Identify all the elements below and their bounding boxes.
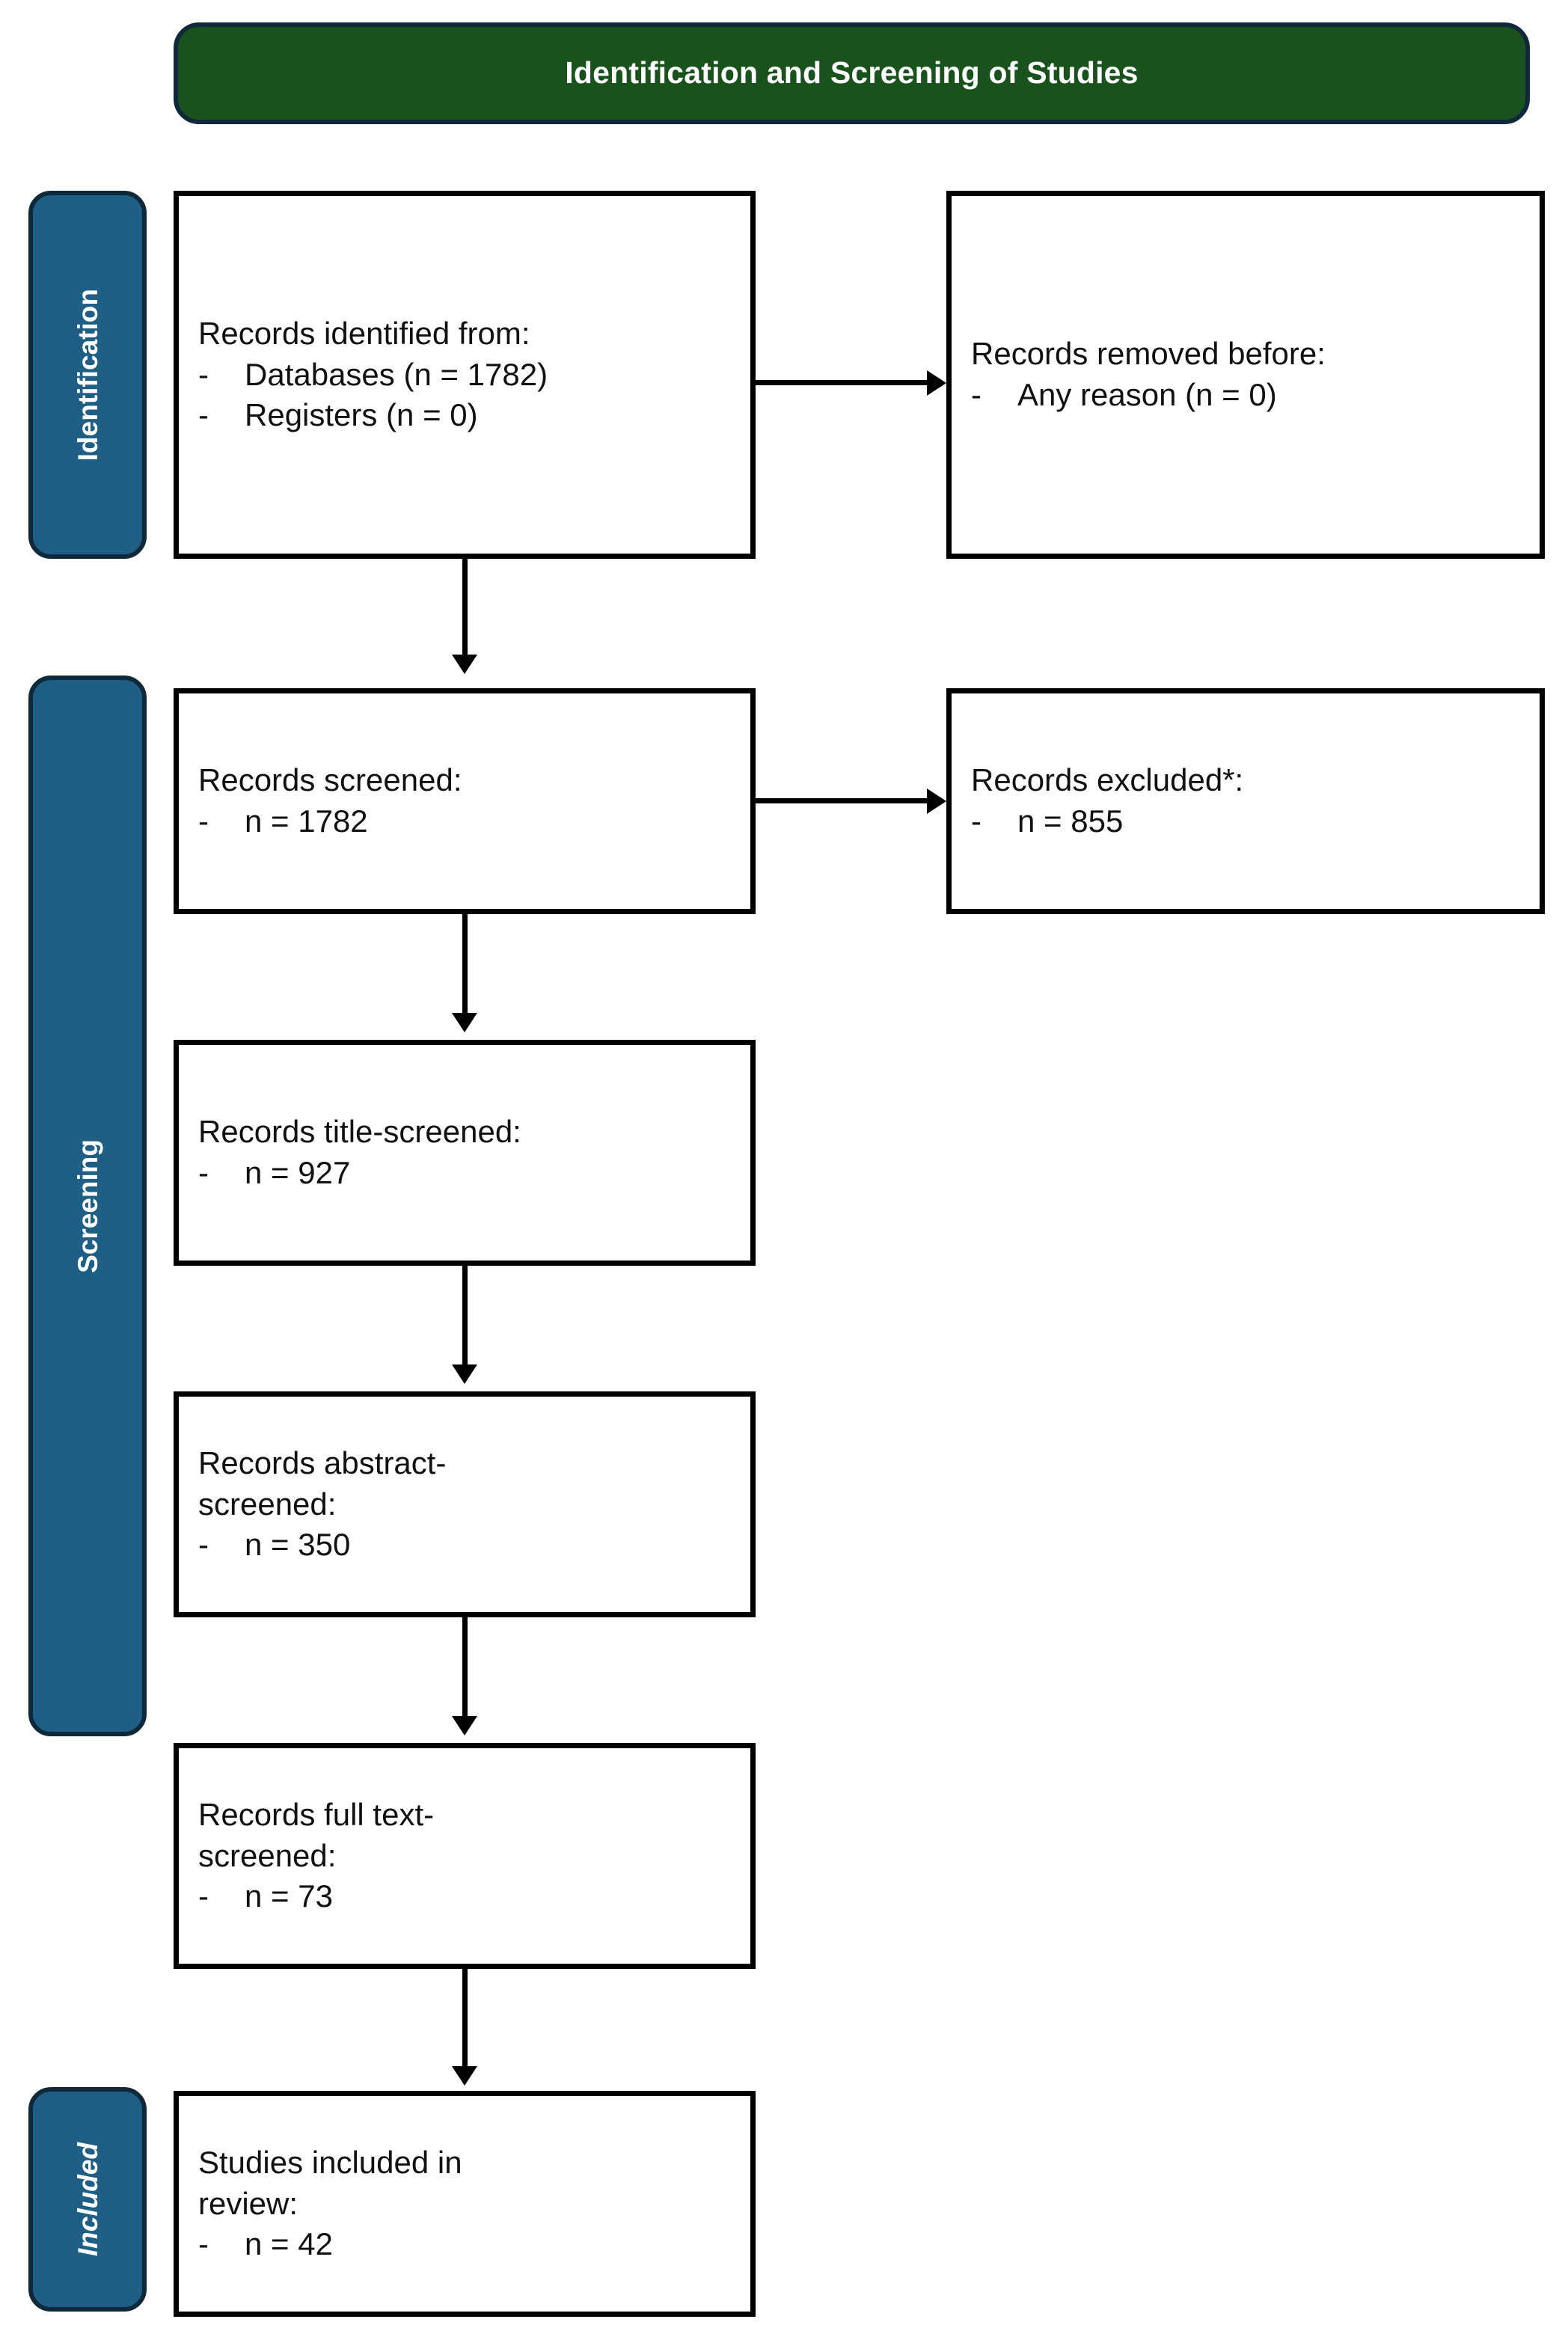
stage-bar-included: Included	[28, 2087, 147, 2312]
arrowhead-screened-to-title-screened	[452, 1013, 477, 1032]
box-records-identified-heading: Records identified from:	[198, 316, 530, 352]
box-records-title-screened-heading: Records title-screened:	[198, 1114, 521, 1150]
bullet-label: Databases (n = 1782)	[245, 356, 548, 392]
bullet-marker: -	[198, 1155, 209, 1190]
box-records-title-screened: Records title-screened: - n = 927	[174, 1040, 756, 1266]
bullet-label: n = 1782	[245, 803, 368, 839]
box-records-title-screened-bullet-1: - n = 927	[198, 1153, 731, 1194]
arrowhead-identified-to-screened	[452, 655, 477, 674]
box-records-full-text-screened-heading: Records full text- screened:	[198, 1797, 435, 1873]
bullet-label: n = 73	[245, 1878, 333, 1914]
stage-label-identification: Identification	[72, 288, 103, 462]
bullet-label: Registers (n = 0)	[245, 397, 478, 433]
box-records-screened: Records screened: - n = 1782	[174, 688, 756, 914]
stage-label-included: Included	[72, 2142, 103, 2257]
box-studies-included-bullet-1: - n = 42	[198, 2224, 731, 2265]
box-records-removed-heading: Records removed before:	[971, 336, 1326, 372]
box-records-identified-bullet-1: - Databases (n = 1782)	[198, 355, 731, 396]
box-records-identified-bullet-2: - Registers (n = 0)	[198, 395, 731, 436]
arrowhead-full-text-to-included	[452, 2066, 477, 2086]
bullet-marker: -	[198, 1878, 209, 1914]
stage-label-screening: Screening	[72, 1139, 103, 1273]
box-records-removed-bullet-1: - Any reason (n = 0)	[971, 375, 1520, 416]
bullet-label: n = 927	[245, 1155, 351, 1190]
diagram-title: Identification and Screening of Studies	[565, 55, 1139, 91]
bullet-marker: -	[198, 356, 209, 392]
connector-screened-to-title-screened	[462, 914, 468, 1013]
arrowhead-title-to-abstract-screened	[452, 1364, 477, 1384]
bullet-marker: -	[971, 803, 981, 839]
bullet-marker: -	[971, 377, 981, 412]
connector-title-to-abstract-screened	[462, 1266, 468, 1364]
bullet-label: n = 855	[1017, 803, 1124, 839]
box-records-abstract-screened-bullet-1: - n = 350	[198, 1525, 731, 1566]
box-records-full-text-screened-bullet-1: - n = 73	[198, 1876, 731, 1917]
box-records-abstract-screened: Records abstract- screened: - n = 350	[174, 1391, 756, 1617]
stage-bar-screening: Screening	[28, 676, 147, 1736]
box-records-excluded-bullet-1: - n = 855	[971, 801, 1520, 842]
arrowhead-screened-to-excluded	[927, 788, 946, 814]
connector-identified-to-screened	[462, 559, 468, 655]
bullet-marker: -	[198, 803, 209, 839]
box-records-excluded: Records excluded*: - n = 855	[946, 688, 1545, 914]
connector-identified-to-removed	[756, 380, 927, 385]
diagram-header-banner: Identification and Screening of Studies	[174, 22, 1530, 124]
bullet-marker: -	[198, 1527, 209, 1563]
arrowhead-abstract-to-full-text-screened	[452, 1716, 477, 1736]
bullet-marker: -	[198, 397, 209, 433]
box-records-screened-bullet-1: - n = 1782	[198, 801, 731, 842]
bullet-label: n = 42	[245, 2226, 333, 2262]
box-studies-included: Studies included in review: - n = 42	[174, 2091, 756, 2317]
connector-abstract-to-full-text-screened	[462, 1617, 468, 1716]
box-studies-included-heading: Studies included in review:	[198, 2145, 462, 2221]
stage-bar-identification: Identification	[28, 191, 147, 559]
bullet-label: Any reason (n = 0)	[1017, 377, 1277, 412]
connector-full-text-to-included	[462, 1969, 468, 2066]
bullet-marker: -	[198, 2226, 209, 2262]
box-records-removed: Records removed before: - Any reason (n …	[946, 191, 1545, 559]
box-records-screened-heading: Records screened:	[198, 762, 462, 798]
connector-screened-to-excluded	[756, 798, 927, 803]
box-records-identified: Records identified from: - Databases (n …	[174, 191, 756, 559]
bullet-label: n = 350	[245, 1527, 351, 1563]
box-records-excluded-heading: Records excluded*:	[971, 762, 1244, 798]
box-records-abstract-screened-heading: Records abstract- screened:	[198, 1445, 447, 1522]
box-records-full-text-screened: Records full text- screened: - n = 73	[174, 1743, 756, 1969]
arrowhead-identified-to-removed	[927, 370, 946, 396]
